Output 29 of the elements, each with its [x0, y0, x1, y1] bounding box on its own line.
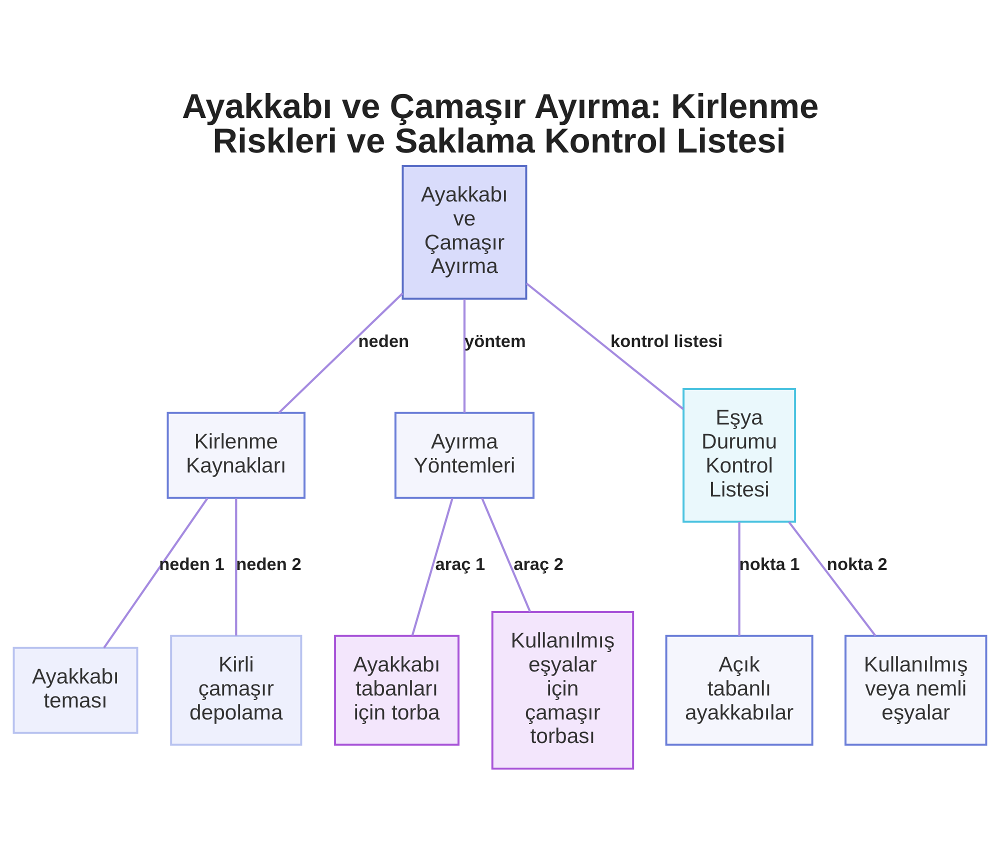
- diagram-title: Ayakkabı ve Çamaşır Ayırma: Kirlenme Riskleri ve Saklama Kontrol Listesi: [182, 88, 819, 160]
- node-box: Ayakkabı ve Çamaşır Ayırma: [402, 164, 528, 300]
- node-box: Kullanılmış eşyalar için çamaşır torbası: [491, 611, 634, 770]
- edge-label: neden 1: [159, 554, 224, 574]
- node-box: Eşya Durumu Kontrol Listesi: [682, 388, 796, 523]
- edge-label: nokta 2: [826, 554, 888, 574]
- edge-label: kontrol listesi: [610, 331, 723, 352]
- connector: [235, 498, 238, 636]
- node-box: Açık tabanlı ayakkabılar: [665, 634, 814, 746]
- node-box: Kullanılmış veya nemli eşyalar: [844, 634, 988, 746]
- connector: [411, 498, 454, 636]
- edge-label: araç 1: [435, 554, 486, 574]
- connector: [526, 282, 684, 410]
- connector: [481, 498, 531, 612]
- node-box: Ayırma Yöntemleri: [394, 412, 535, 499]
- edge-label: yöntem: [464, 331, 526, 352]
- edge-label: neden: [358, 331, 410, 352]
- node-box: Ayakkabı teması: [12, 646, 138, 734]
- node-box: Kirli çamaşır depolama: [170, 634, 302, 746]
- connector: [463, 299, 466, 413]
- connector: [788, 521, 876, 637]
- connector: [278, 292, 404, 414]
- node-box: Ayakkabı tabanları için torba: [334, 634, 460, 746]
- edge-label: nokta 1: [739, 554, 800, 574]
- connector: [103, 498, 208, 648]
- edge-label: araç 2: [514, 554, 564, 574]
- node-box: Kirlenme Kaynakları: [166, 412, 306, 499]
- edge-label: neden 2: [236, 554, 302, 574]
- connector: [738, 522, 740, 636]
